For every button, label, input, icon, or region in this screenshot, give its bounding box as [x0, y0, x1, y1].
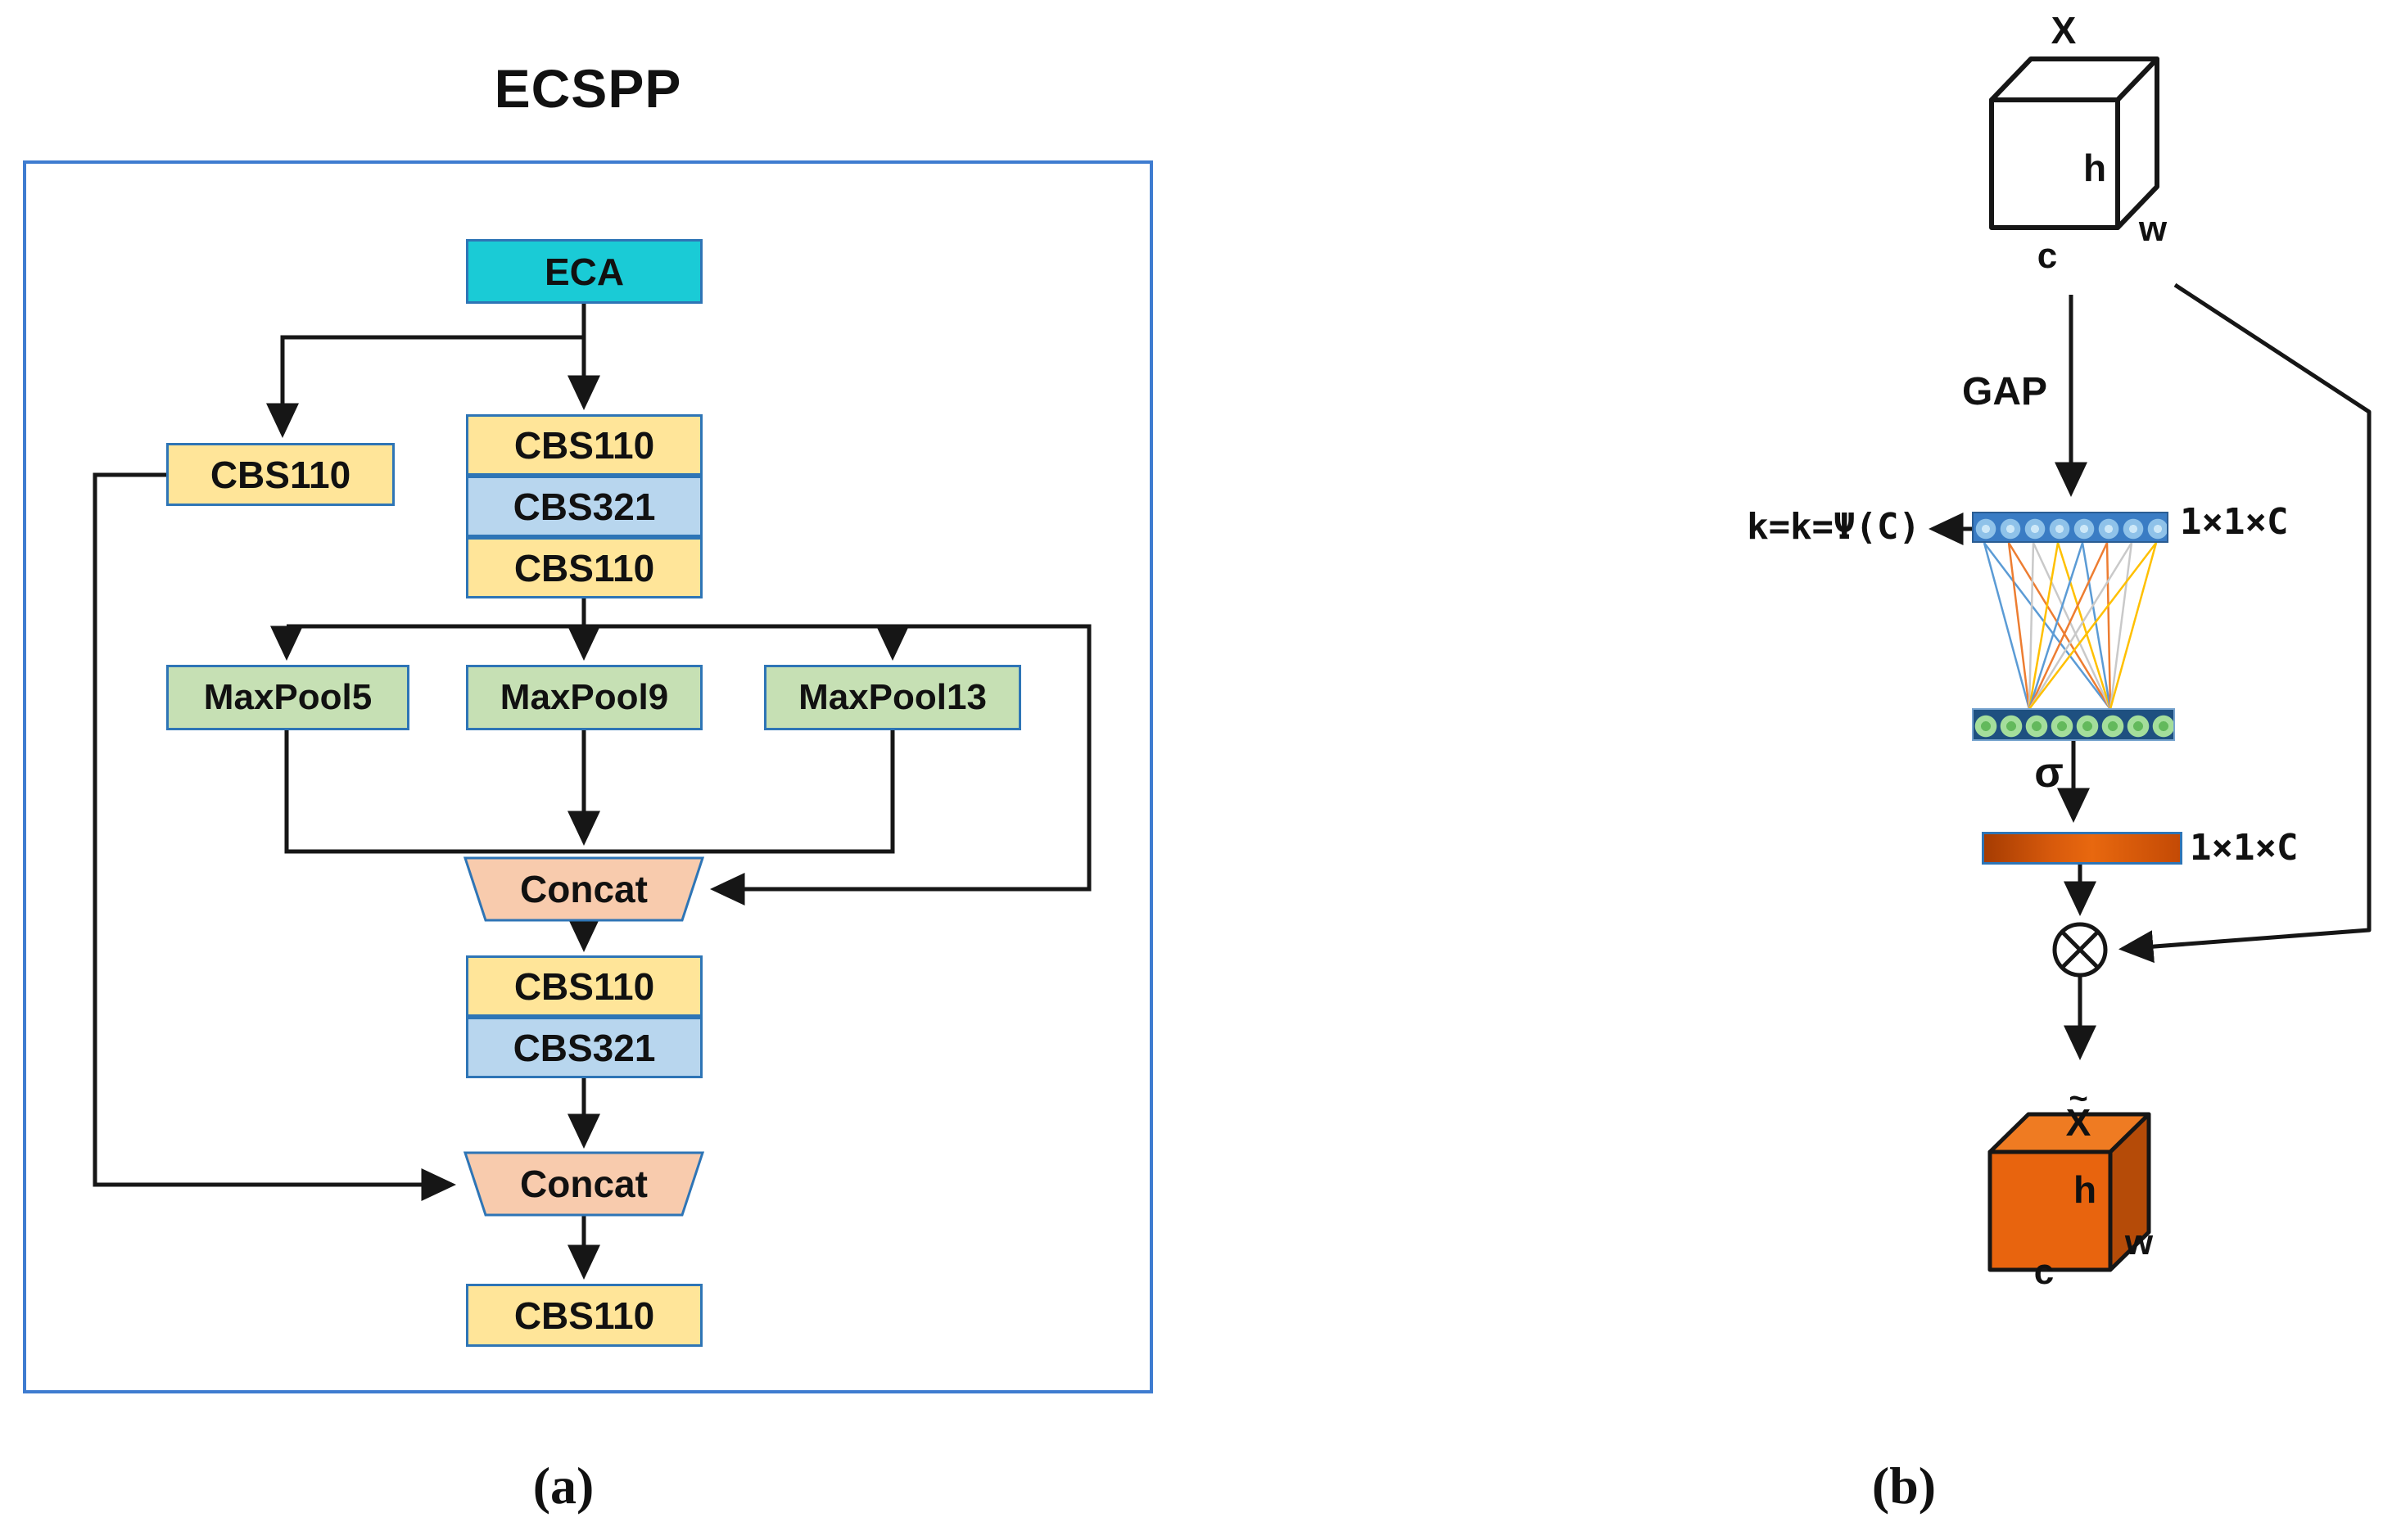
output-feature-cube: [1987, 1112, 2151, 1272]
maxpool-output-bus: [284, 730, 895, 854]
block-maxpool9: MaxPool9: [466, 665, 703, 730]
input-cube-h: h: [2082, 147, 2107, 189]
input-cube-c: c: [2037, 236, 2058, 276]
fan-line: [2028, 542, 2084, 710]
fan-line: [2109, 542, 2158, 710]
block-maxpool13: MaxPool13: [764, 665, 1021, 730]
block-branch-cbs110: CBS110: [166, 443, 395, 506]
fan-line: [1983, 542, 2031, 710]
fan-line: [2032, 542, 2112, 710]
output-cube-w: w: [2124, 1222, 2154, 1262]
fan-line: [2105, 542, 2112, 710]
block-stack2-cbs110: CBS110: [466, 955, 703, 1017]
panel-a-arrows: [93, 304, 1092, 1280]
panel-a-title: ECSPP: [494, 58, 682, 119]
concat1-trapezoid: [463, 856, 705, 922]
sigma-label: σ: [2034, 749, 2064, 797]
fan-line: [2028, 542, 2109, 710]
fan-line: [2109, 542, 2133, 710]
fan-line: [2007, 542, 2112, 710]
multiply-icon: [2052, 922, 2108, 978]
block-concat1-label: Concat: [520, 868, 648, 910]
skip-left-cbs110-to-concat2: [93, 472, 456, 1201]
fan-line: [2081, 542, 2112, 710]
vector2-dims-label: 1×1×C: [2190, 827, 2299, 869]
fan-line: [2007, 542, 2031, 710]
block-stack1-cbs110-1: CBS110: [466, 414, 703, 476]
output-symbol: ~ X: [2066, 1082, 2091, 1141]
vector1-dims-label: 1×1×C: [2180, 501, 2289, 543]
fan-line: [2028, 542, 2157, 710]
skip-input-to-multiply: [2118, 282, 2372, 964]
conv1d-fan-lines: [1983, 542, 2158, 710]
panel-b-shapes: [1929, 56, 2372, 1272]
conv-vector-row: [1972, 708, 2175, 741]
panel-a-border: [23, 160, 1153, 1393]
block-stack1-cbs110-2: CBS110: [466, 537, 703, 598]
kernel-formula-label: k=k=Ψ(C): [1747, 506, 1920, 548]
caption-a: (a): [532, 1456, 595, 1515]
output-symbol-letter: X: [2065, 1101, 2091, 1144]
arrow-branch-to-left-cbs110: [266, 335, 584, 438]
output-cube-h: h: [2073, 1168, 2097, 1211]
input-feature-cube: [1989, 56, 2159, 230]
fan-line: [2028, 542, 2133, 710]
spine-and-bypass-to-concat1: [287, 624, 1092, 905]
gap-label: GAP: [1961, 370, 2048, 413]
fan-line: [2028, 542, 2035, 710]
gap-vector-row: [1972, 512, 2168, 543]
block-eca: ECA: [466, 239, 703, 304]
fan-line: [2028, 542, 2060, 710]
block-concat2-label: Concat: [520, 1163, 648, 1205]
block-output-cbs110: CBS110: [466, 1284, 703, 1347]
channel-weight-bar: [1982, 832, 2182, 865]
output-cube-c: c: [2033, 1252, 2055, 1292]
fan-line: [2056, 542, 2112, 710]
caption-b: (b): [1871, 1456, 1937, 1515]
block-maxpool5: MaxPool5: [166, 665, 409, 730]
concat2-trapezoid: [463, 1151, 705, 1217]
block-stack1-cbs321: CBS321: [466, 476, 703, 537]
block-stack2-cbs321: CBS321: [466, 1017, 703, 1078]
input-cube-w: w: [2138, 209, 2168, 249]
fan-line: [1983, 542, 2111, 710]
input-cube-name: X: [2051, 9, 2077, 52]
